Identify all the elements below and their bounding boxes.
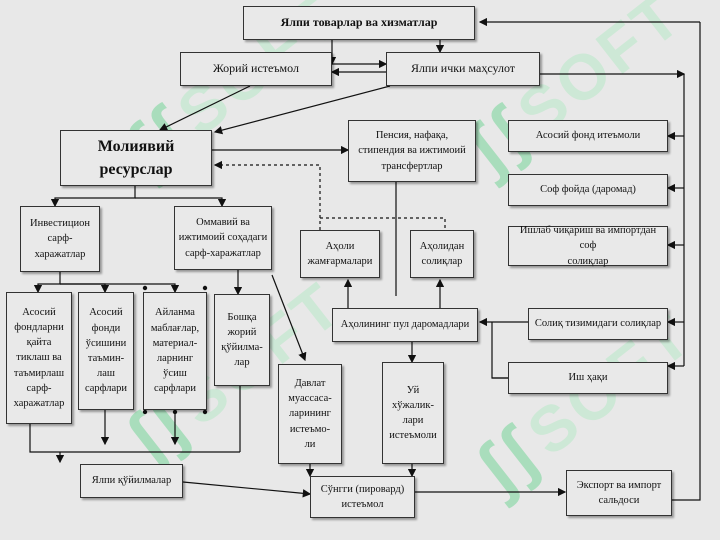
node-gross-investment: Ялпи қўйилмалар — [80, 464, 183, 498]
node-population-savings: Аҳоли жамғармалари — [300, 230, 380, 278]
node-depreciation: Асосий фонд итеъмоли — [508, 120, 668, 152]
node-gross-domestic-product: Ялпи ички маҳсулот — [386, 52, 540, 86]
node-net-exports: Экспорт ва импорт сальдоси — [566, 470, 672, 516]
node-final-consumption: Сўнгги (пировард) истеъмол — [310, 476, 415, 518]
node-fixed-assets-growth: Асосий фонди ўсишини таъмин- лаш сарфлар… — [78, 292, 134, 410]
node-fixed-assets-renovation: Асосий фондларни қайта тиклаш ва таъмирл… — [6, 292, 72, 424]
node-wages: Иш ҳақи — [508, 362, 668, 394]
node-population-income: Аҳолининг пул даромадлари — [332, 308, 478, 342]
node-state-consumption: Давлат муассаса- ларининг истеъмо- ли — [278, 364, 342, 464]
node-gdp: Ялпи товарлар ва хизматлар — [243, 6, 475, 40]
node-working-capital-growth: Айланма маблағлар, материал- ларнинг ўси… — [143, 292, 207, 410]
node-tax-system-taxes: Солиқ тизимидаги солиқлар — [528, 308, 668, 340]
node-population-taxes: Аҳолидан солиқлар — [410, 230, 474, 278]
node-net-taxes-production: Ишлаб чиқариш ва импортдан соф солиқлар — [508, 225, 668, 267]
node-financial-resources: Молиявий ресурслар — [60, 130, 212, 186]
node-other-current-investment: Бошқа жорий қўйилма- лар — [214, 294, 270, 386]
node-net-profit: Соф фойда (даромад) — [508, 174, 668, 206]
node-household-consumption: Уй хўжалик- лари истеъмоли — [382, 362, 444, 464]
node-investment-spending: Инвестицион сарф- харажатлар — [20, 206, 100, 272]
node-pensions-transfers: Пенсия, нафақа, стипендия ва ижтимоий тр… — [348, 120, 476, 182]
node-public-social-spending: Оммавий ва ижтимоий соҳадаги сарф-хаража… — [174, 206, 272, 270]
node-current-consumption: Жорий истеъмол — [180, 52, 332, 86]
